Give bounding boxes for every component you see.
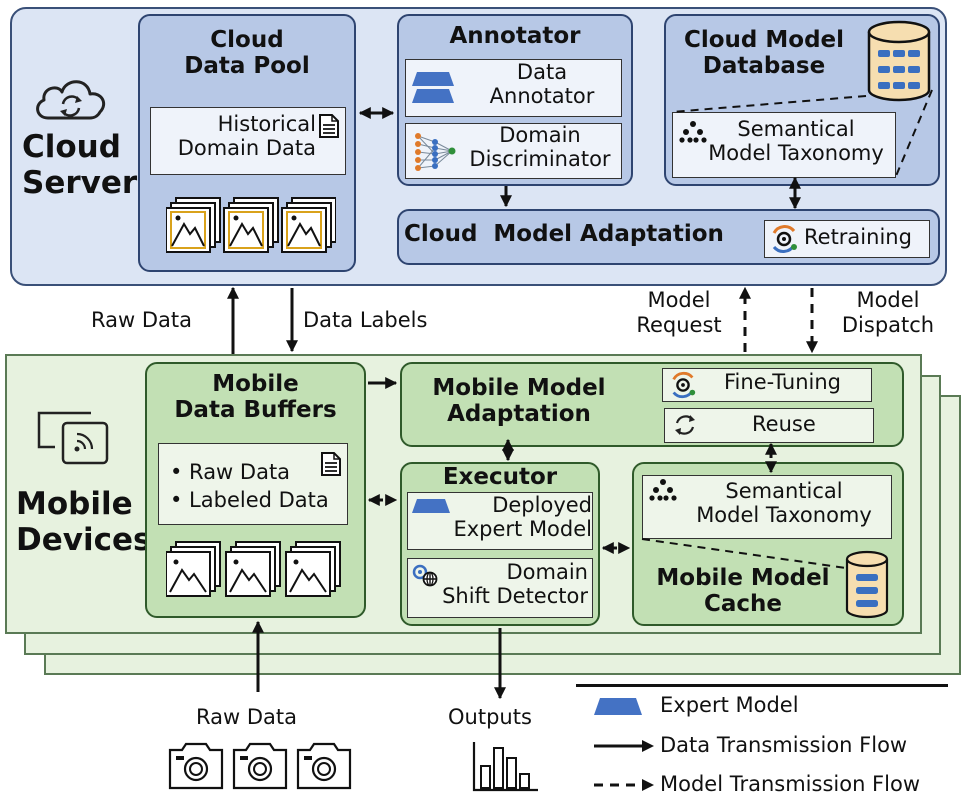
document-icon xyxy=(318,113,340,139)
taxonomy-tree-icon xyxy=(648,478,678,502)
domain-discriminator-label: Domain Discriminator xyxy=(469,123,611,171)
legend-dashed-arrow-icon xyxy=(594,777,656,793)
taxonomy-tree-icon xyxy=(678,120,708,144)
fine-tuning-box xyxy=(662,368,872,402)
image-stack-icons xyxy=(165,196,337,256)
legend-data-flow-label: Data Transmission Flow xyxy=(660,733,908,757)
historical-domain-data-box xyxy=(150,107,346,175)
cloud-taxonomy-label: Semantical Model Taxonomy xyxy=(708,117,884,165)
domain-discriminator-box xyxy=(405,123,622,179)
data-labels-label: Data Labels xyxy=(303,308,428,332)
deployed-expert-model-label: Deployed Expert Model xyxy=(453,493,592,541)
legend-expert-model-icon xyxy=(594,698,642,716)
model-request-label: Model Request xyxy=(636,288,722,338)
legend-divider xyxy=(576,684,948,687)
legend-solid-arrow-icon xyxy=(594,738,656,754)
cloud-model-database-title: Cloud Model Database xyxy=(683,27,845,79)
document-icon xyxy=(320,451,342,477)
db-taxonomy-connector xyxy=(671,95,867,113)
camera-icons xyxy=(166,740,356,792)
outputs-label: Outputs xyxy=(448,705,532,729)
data-annotator-label: Data Annotator xyxy=(489,60,595,108)
buffer-item-raw-data: • Raw Data xyxy=(170,460,291,484)
legend-expert-model-label: Expert Model xyxy=(660,693,799,717)
expert-model-icon xyxy=(412,498,450,513)
mobile-model-cache-title: Mobile Model Cache xyxy=(656,565,830,617)
reuse-label: Reuse xyxy=(752,412,816,436)
cloud-model-adaptation-title: Cloud Model Adaptation xyxy=(404,221,724,247)
bar-chart-icon xyxy=(470,740,540,794)
buffer-contents-box xyxy=(158,443,348,525)
raw-data-bottom-label: Raw Data xyxy=(196,705,297,729)
historical-domain-data-label: Historical Domain Data xyxy=(177,112,316,160)
neural-network-icon xyxy=(412,128,458,174)
reuse-box xyxy=(664,408,874,443)
mobile-data-buffers-title: Mobile Data Buffers xyxy=(174,371,337,423)
domain-shift-detector-box xyxy=(407,558,593,618)
mobile-taxonomy-box xyxy=(642,475,892,539)
legend-model-flow-label: Model Transmission Flow xyxy=(660,772,920,796)
data-annotator-box xyxy=(405,59,622,117)
cache-taxonomy-connector xyxy=(641,538,847,569)
gear-cycle-icon xyxy=(768,223,800,255)
cloud-icon xyxy=(30,70,112,126)
cloud-data-pool-title: Cloud Data Pool xyxy=(184,27,310,79)
model-dispatch-label: Model Dispatch xyxy=(841,288,935,338)
gear-cycle-icon xyxy=(668,370,698,400)
domain-shift-detector-label: Domain Shift Detector xyxy=(442,560,588,608)
database-icon xyxy=(866,20,932,102)
mobile-devices-label: Mobile Devices xyxy=(16,486,152,558)
mobile-taxonomy-label: Semantical Model Taxonomy xyxy=(696,479,872,527)
mobile-model-adaptation-title: Mobile Model Adaptation xyxy=(432,375,606,427)
annotator-title: Annotator xyxy=(449,23,581,49)
buffer-item-labeled-data: • Labeled Data xyxy=(170,488,329,512)
mobile-device-icon xyxy=(35,405,115,465)
retraining-label: Retraining xyxy=(804,225,912,249)
executor-title: Executor xyxy=(442,464,558,490)
raw-data-up-label: Raw Data xyxy=(91,308,192,332)
db-taxonomy-connector xyxy=(895,89,933,177)
reuse-cycle-icon xyxy=(672,412,698,438)
expert-model-icon xyxy=(412,72,454,106)
cloud-server-label: Cloud Server xyxy=(22,129,138,201)
database-icon xyxy=(844,550,890,620)
retraining-box xyxy=(764,220,930,258)
cloud-taxonomy-box xyxy=(672,112,896,178)
deployed-expert-model-box xyxy=(407,492,593,550)
image-stack-icons xyxy=(165,540,346,600)
globe-settings-icon xyxy=(410,562,440,588)
fine-tuning-label: Fine-Tuning xyxy=(724,370,841,394)
